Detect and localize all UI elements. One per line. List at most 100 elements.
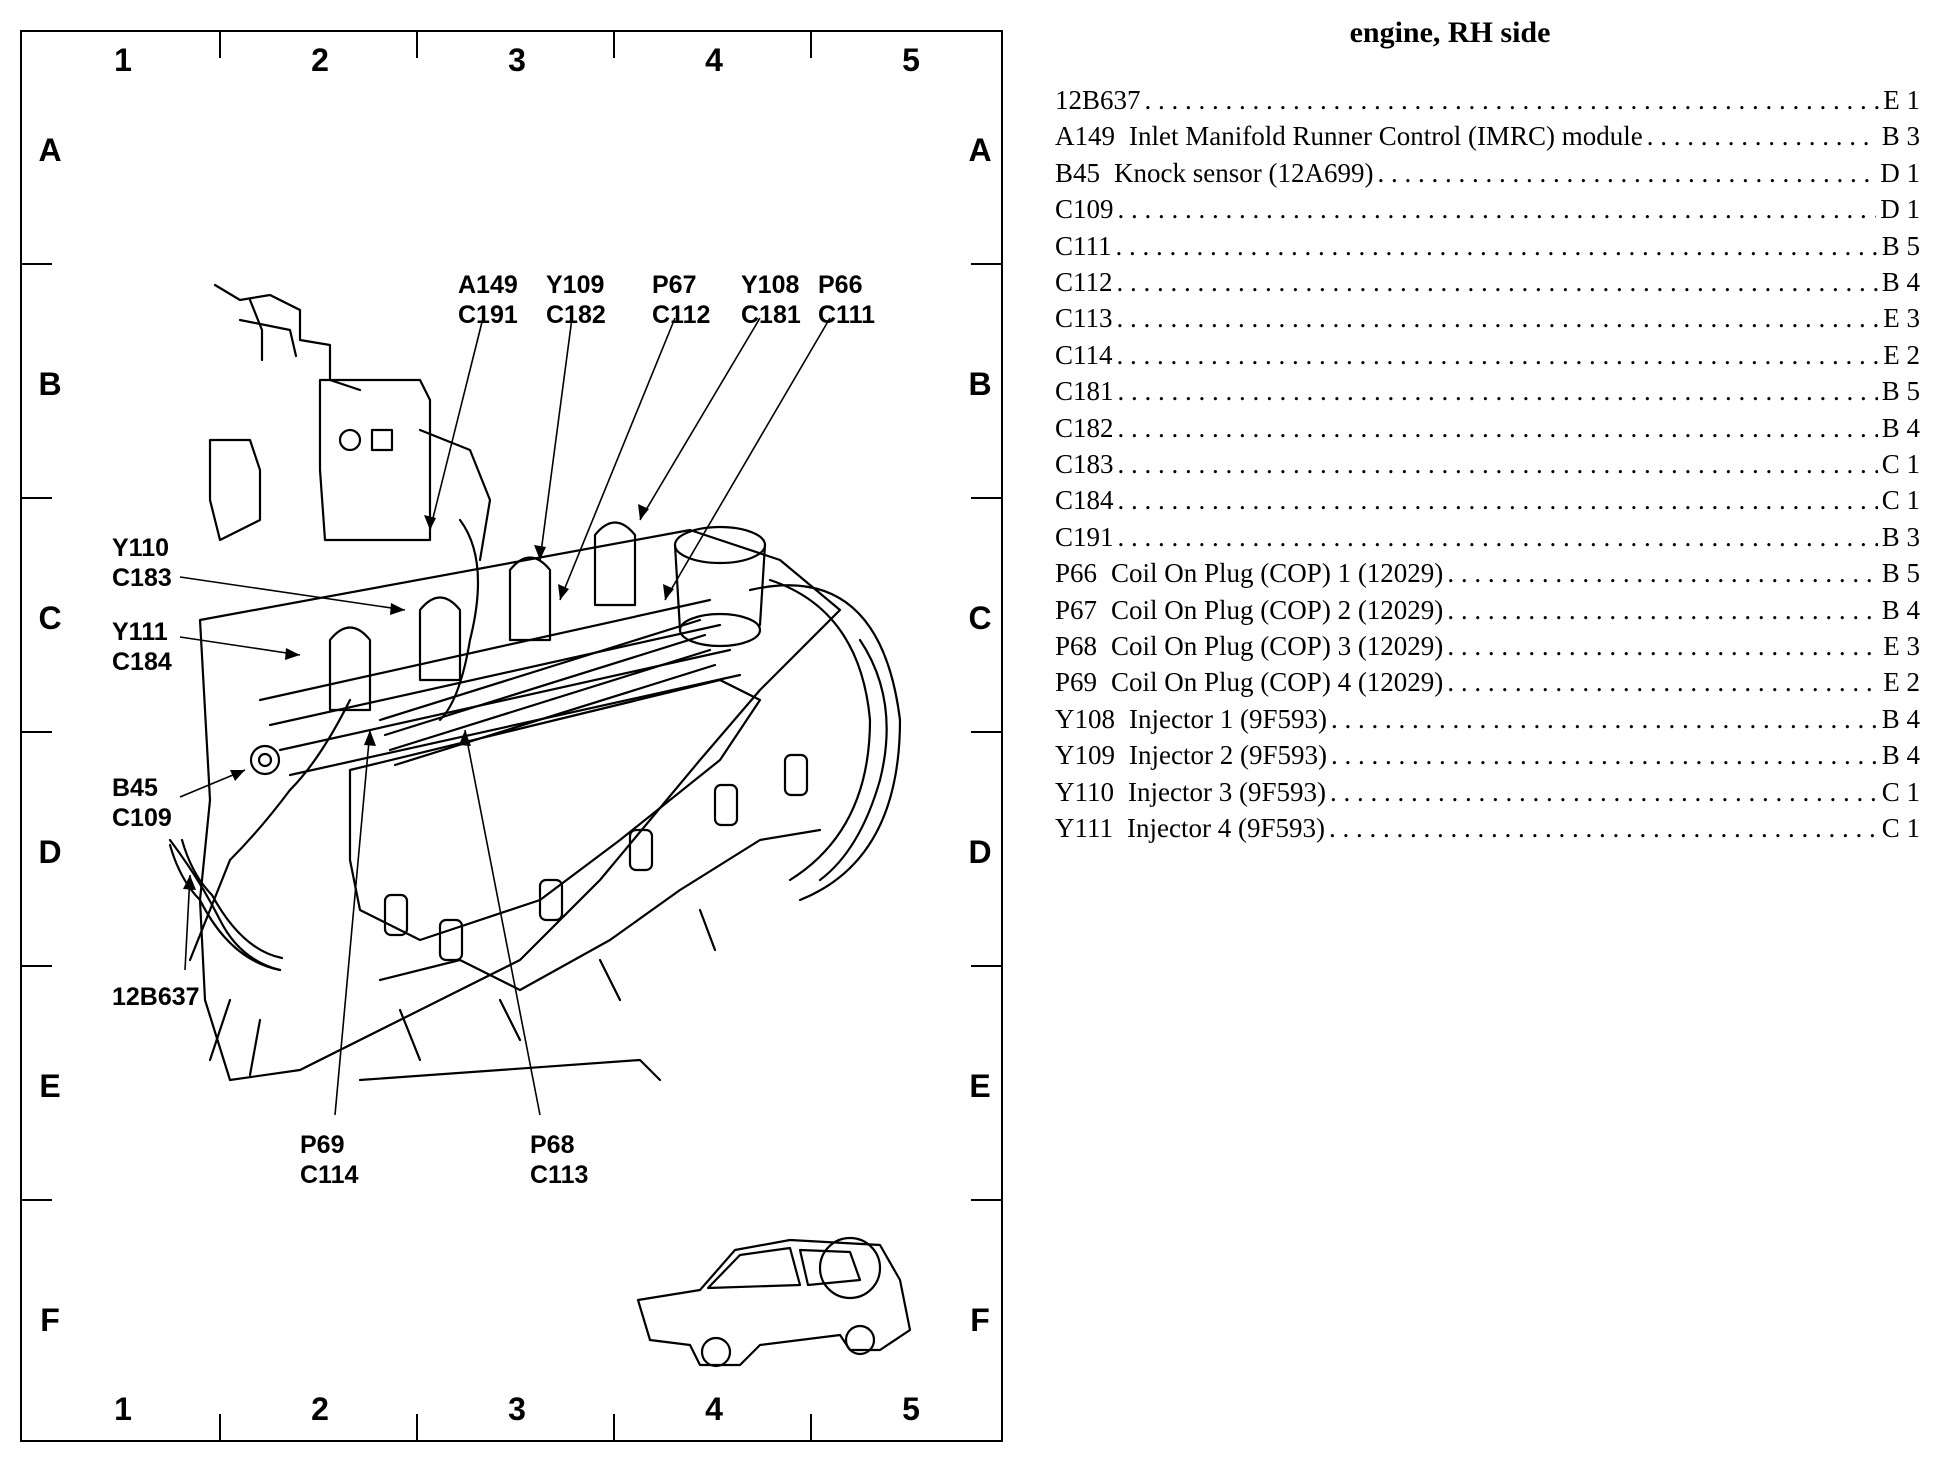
callout-connector: C191 [458,301,518,329]
index-description: Coil On Plug (COP) 2 (12029) [1111,594,1444,625]
callout-y109: Y109 C182 [546,270,606,330]
callout-y110: Y110 C183 [112,533,172,593]
dot-leader [1118,410,1878,446]
callout-code: 12B637 [112,983,200,1011]
index-grid-location: B 5 [1881,230,1920,261]
index-grid-location: B 4 [1881,594,1920,625]
index-code: C182 [1055,412,1114,443]
callout-p68: P68 C113 [530,1130,588,1190]
index-grid-location: E 2 [1883,667,1920,698]
callout-p66: P66 C111 [818,270,875,330]
grid-col-label: 5 [902,1391,920,1427]
grid-row-label: C [968,600,992,636]
callout-code: Y111 [112,618,168,646]
callout-p69: P69 C114 [300,1130,358,1190]
index-grid-location: B 4 [1881,703,1920,734]
index-grid-location: E 2 [1883,339,1920,370]
index-code: C184 [1055,485,1114,516]
index-code: C183 [1055,449,1114,479]
grid-row-label: E [39,1068,61,1104]
index-description: Injector 4 (9F593) [1127,813,1325,843]
dot-leader [1118,373,1878,409]
index-code: Y108 [1055,703,1115,734]
index-grid-location: B 3 [1881,521,1920,552]
grid-col-label: 4 [705,42,723,78]
callout-connector: C182 [546,301,606,329]
callout-code: P68 [530,1131,575,1159]
dot-leader [1447,555,1877,591]
index-code: B45 [1055,157,1101,188]
index-row: C113E 3 [1055,300,1920,336]
grid-row-label: C [38,600,62,636]
dot-leader [1118,482,1878,518]
callout-connector: C111 [818,301,876,329]
index-row: C114 E 2 [1055,337,1920,373]
dot-leader [1331,737,1878,773]
index-code: P69 [1055,667,1098,698]
callout-y111: Y111 C184 [112,617,172,677]
index-grid-location: C 1 [1881,449,1920,479]
index-row: P67 Coil On Plug (COP) 2 (12029) B 4 [1055,592,1920,628]
grid-col-label: 5 [902,42,920,78]
grid-col-label: 3 [508,1391,526,1427]
index-code: P67 [1055,594,1098,625]
dot-leader [1117,337,1880,373]
index-code: C114 [1055,339,1113,370]
index-code: C112 [1055,267,1113,297]
grid-row-label: F [40,1302,60,1338]
index-code: C191 [1055,521,1114,552]
diagram-frame [20,30,1003,1442]
index-grid-location: B 5 [1881,376,1920,407]
index-grid-location: C 1 [1881,776,1920,807]
index-row: C111B 5 [1055,228,1920,264]
dot-leader [1116,228,1878,264]
dot-leader [1447,628,1879,664]
index-row: Y110 Injector 3 (9F593) C 1 [1055,774,1920,810]
callout-code: Y110 [112,534,170,562]
grid-col-label: 2 [311,42,329,78]
grid-col-label: 2 [311,1391,329,1427]
index-description: Inlet Manifold Runner Control (IMRC) mod… [1129,121,1643,152]
dot-leader [1331,701,1878,737]
grid-row-label: B [968,366,992,402]
page-title: engine, RH side [1349,16,1551,49]
dot-leader [1117,264,1878,300]
callout-code: B45 [112,774,158,802]
callout-a149: A149 C191 [458,270,518,330]
index-code: C109 [1055,194,1114,225]
dot-leader [1329,810,1878,846]
dot-leader [1447,592,1877,628]
index-grid-location: D 1 [1880,194,1920,225]
callout-b45: B45 C109 [112,773,172,833]
index-row: C112 B 4 [1055,264,1920,300]
dot-leader [1145,82,1880,118]
index-grid-location: B 4 [1881,267,1920,297]
dot-leader [1118,519,1878,555]
index-description: Injector 3 (9F593) [1128,776,1326,807]
dot-leader [1330,774,1878,810]
dot-leader [1118,191,1877,227]
index-code: Y110 [1055,776,1114,807]
index-grid-location: C 1 [1881,813,1920,843]
index-description: Coil On Plug (COP) 4 (12029) [1111,667,1444,698]
callout-connector: C183 [112,564,172,592]
dot-leader [1117,300,1880,336]
grid-col-label: 1 [114,1391,132,1427]
callout-code: P66 [818,271,863,299]
callout-connector: C114 [300,1161,359,1189]
index-code: P66 [1055,558,1098,589]
index-grid-location: B 4 [1881,740,1920,771]
dot-leader [1377,155,1876,191]
index-description: Injector 2 (9F593) [1129,740,1327,771]
callout-code: Y108 [741,271,800,299]
index-description: Coil On Plug (COP) 1 (12029) [1111,558,1444,589]
grid-row-label: B [38,366,62,402]
callout-connector: C113 [530,1161,589,1189]
grid-row-label: E [969,1068,991,1104]
